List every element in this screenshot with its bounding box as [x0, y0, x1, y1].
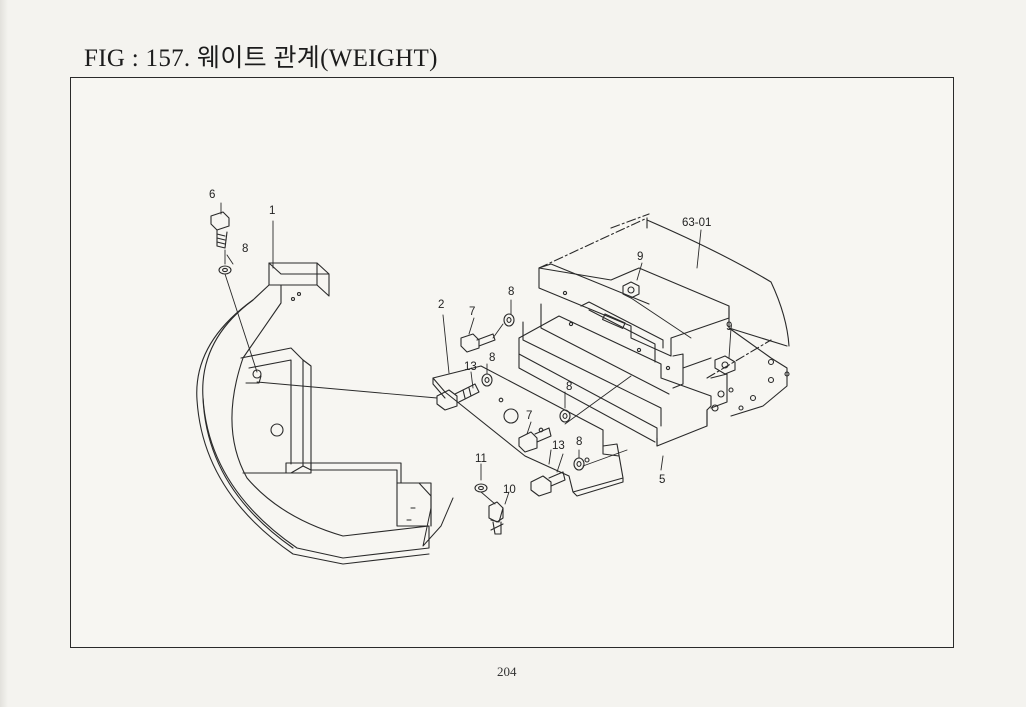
callout-10: 10	[503, 484, 516, 496]
callout-8c: 8	[489, 352, 495, 364]
assembly-lines	[220, 202, 732, 505]
callout-13b: 13	[552, 440, 565, 452]
callout-11: 11	[475, 453, 487, 465]
fastener-nut-9a	[622, 281, 640, 299]
callout-1: 1	[269, 205, 275, 217]
callout-5: 5	[659, 474, 665, 486]
fastener-nut-9b	[714, 355, 736, 375]
fastener-bolt-7a	[460, 333, 496, 353]
fastener-bolt-10	[488, 501, 504, 535]
page-number: 204	[497, 664, 517, 679]
fastener-washer-8d	[559, 409, 571, 423]
callout-9a: 9	[637, 251, 643, 263]
plate-part-2	[432, 365, 624, 497]
fastener-bolt-7b	[518, 427, 552, 453]
page-edge-shadow	[0, 0, 8, 707]
frame-ref-63-01	[538, 213, 790, 417]
callout-9b: 9	[726, 321, 732, 333]
figure-title: FIG : 157. 웨이트 관계(WEIGHT)	[84, 45, 438, 72]
callout-7a: 7	[469, 306, 475, 318]
callout-7b: 7	[526, 410, 532, 422]
fastener-washer-8a	[218, 265, 232, 275]
fastener-bolt-13b	[530, 471, 566, 497]
callout-8a: 8	[242, 243, 248, 255]
callout-8b: 8	[508, 286, 514, 298]
callout-labels: 1 2 5 6 7 7 8 8 8 8 8 9 9 10 11 13 13 63…	[209, 189, 732, 496]
fastener-washer-8e	[573, 457, 585, 471]
callout-6: 6	[209, 189, 215, 201]
weight-part-1	[196, 262, 454, 565]
callout-2: 2	[438, 299, 444, 311]
diagram-frame: 1 2 5 6 7 7 8 8 8 8 8 9 9 10 11 13 13 63…	[70, 77, 954, 648]
fastener-washer-8b	[503, 313, 515, 327]
fastener-washer-11	[474, 483, 488, 493]
fastener-bolt-13a	[436, 383, 480, 411]
callout-8e: 8	[576, 436, 582, 448]
callout-63-01: 63-01	[682, 217, 711, 229]
callout-13a: 13	[464, 361, 477, 373]
base-part-5	[518, 263, 730, 447]
callout-8d: 8	[566, 381, 572, 393]
fastener-bolt-6	[210, 211, 230, 249]
exploded-parts-diagram: 1 2 5 6 7 7 8 8 8 8 8 9 9 10 11 13 13 63…	[196, 189, 790, 565]
fastener-washer-8c	[481, 373, 493, 387]
